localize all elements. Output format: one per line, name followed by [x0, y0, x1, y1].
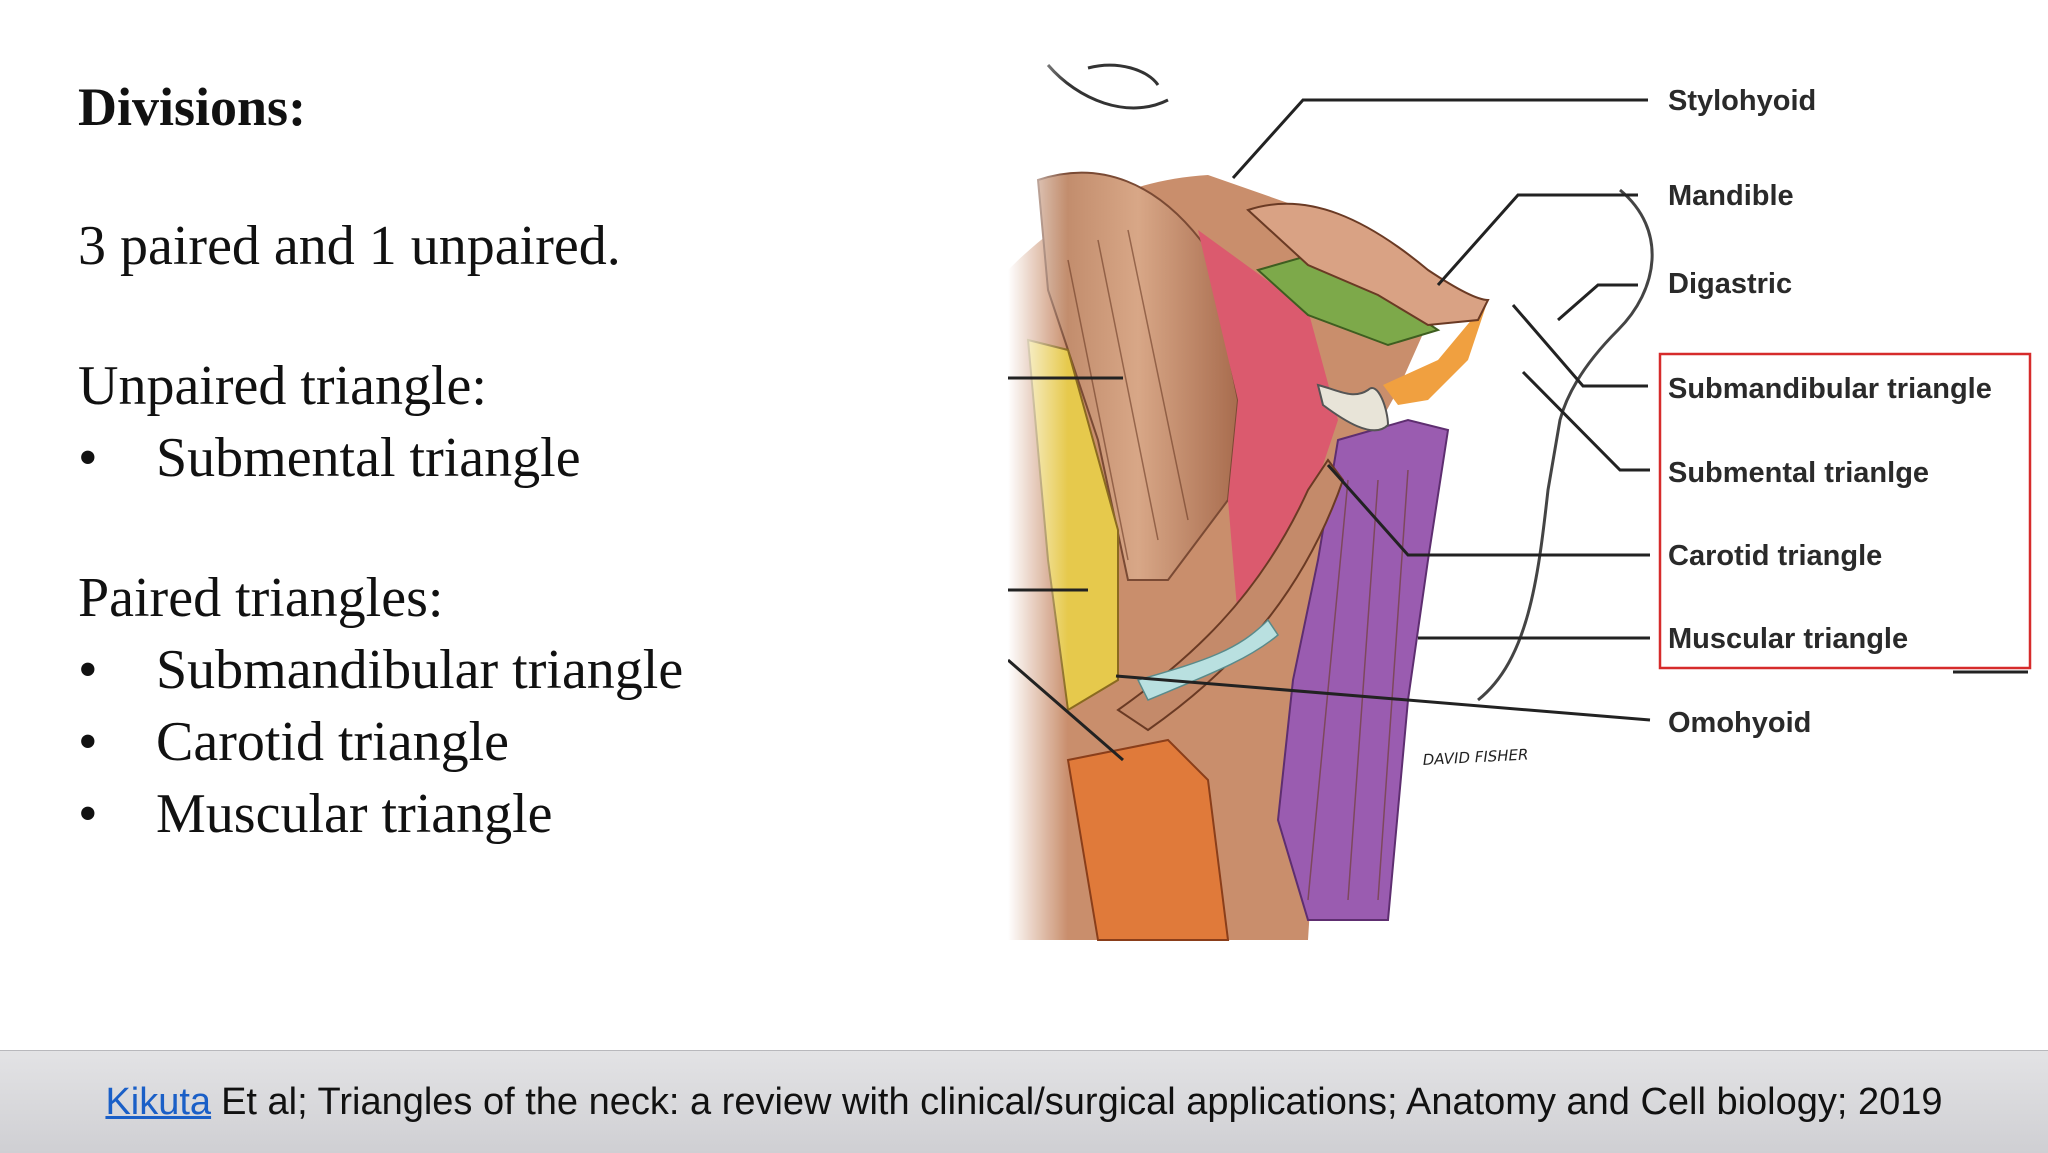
paired-item: Submandibular triangle — [156, 639, 684, 701]
highlight-box — [1658, 352, 2032, 670]
label-carotid: Carotid triangle — [1668, 540, 1882, 572]
left-fade — [1008, 60, 1068, 940]
label-stylohyoid: Stylohyoid — [1668, 85, 1816, 117]
neck-triangles-illustration: DAVID FISHER Stylohyoid Mandible Digastr… — [1008, 60, 2048, 960]
citation-link[interactable]: Kikuta — [105, 1080, 212, 1123]
paired-item: Muscular triangle — [156, 783, 553, 845]
paired-item: Carotid triangle — [156, 711, 510, 773]
label-muscular: Muscular triangle — [1668, 623, 1908, 655]
bullet-icon: • — [78, 711, 98, 773]
unpaired-item: Submental triangle — [156, 427, 581, 489]
citation-text: Et al; Triangles of the neck: a review w… — [221, 1080, 1943, 1123]
pointer-lines — [1008, 98, 2028, 762]
bullet-icon: • — [78, 783, 98, 845]
illustration-svg: DAVID FISHER Stylohyoid Mandible Digastr… — [1008, 60, 2032, 941]
slide-heading: Divisions: — [78, 77, 307, 137]
slide: Divisions: 3 paired and 1 unpaired. Unpa… — [78, 60, 2048, 960]
muscular-region — [1276, 418, 1450, 921]
label-submandibular: Submandibular triangle — [1668, 373, 1992, 405]
label-omohyoid: Omohyoid — [1668, 707, 1811, 739]
citation-bar: Kikuta Et al; Triangles of the neck: a r… — [0, 1050, 2048, 1153]
paired-title: Paired triangles: — [78, 567, 444, 629]
label-mandible: Mandible — [1668, 180, 1794, 212]
bullet-icon: • — [78, 427, 98, 489]
list-item: • Muscular triangle — [78, 778, 978, 850]
list-item: • Submental triangle — [78, 422, 978, 494]
bullet-icon: • — [78, 639, 98, 701]
fibre-lines — [1067, 229, 1409, 901]
slide-text: Divisions: 3 paired and 1 unpaired. Unpa… — [78, 70, 978, 850]
mandible-shape — [1246, 202, 1490, 327]
hyoid-shape — [1316, 383, 1390, 432]
lower-orange-region — [1066, 738, 1230, 941]
list-item: • Submandibular triangle — [78, 634, 978, 706]
artist-signature: DAVID FISHER — [1422, 745, 1529, 769]
list-item: • Carotid triangle — [78, 706, 978, 778]
chin-outline — [1477, 188, 1654, 702]
label-digastric: Digastric — [1668, 268, 1792, 300]
label-submental: Submental trianlge — [1668, 457, 1929, 489]
sternocleidomastoid-shape — [1036, 171, 1240, 581]
unpaired-title: Unpaired triangle: — [78, 355, 487, 417]
submental-region — [1383, 300, 1488, 405]
summary-text: 3 paired and 1 unpaired. — [78, 215, 621, 277]
carotid-region — [1198, 230, 1338, 620]
